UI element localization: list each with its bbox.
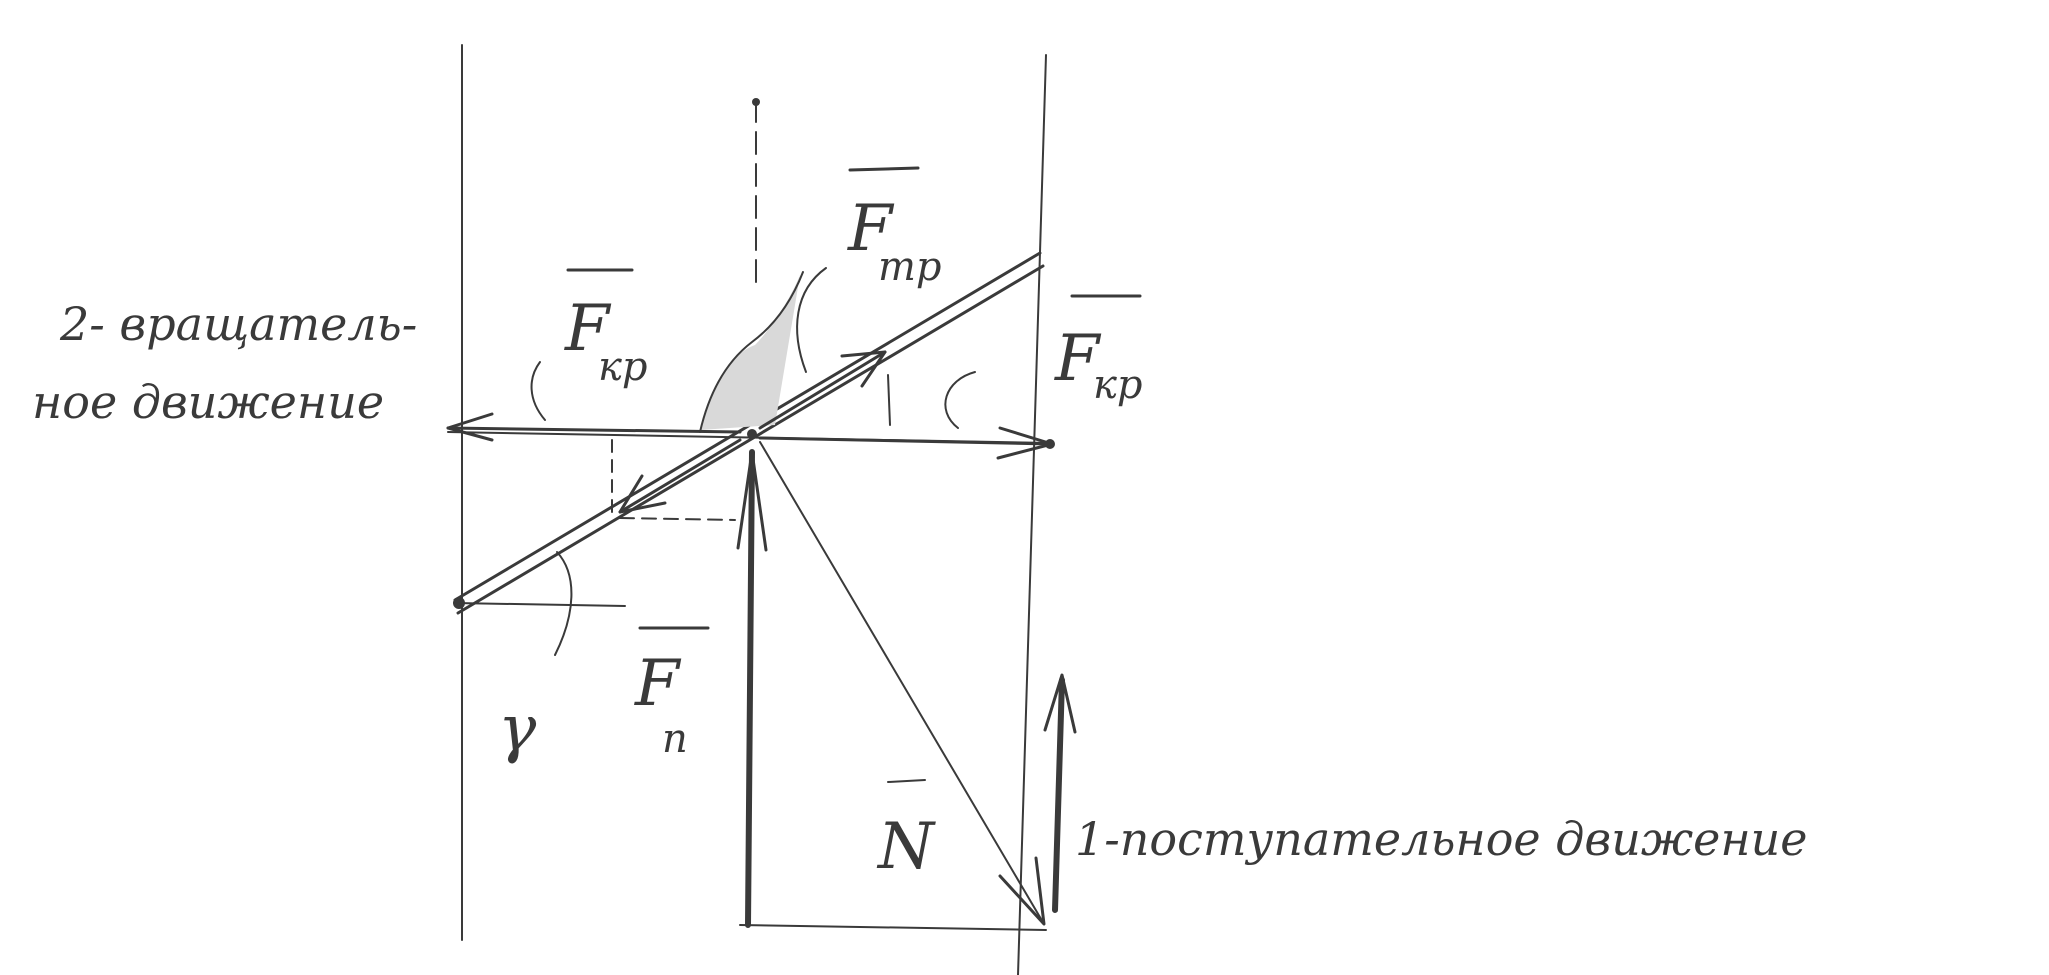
label-f-tr: F тр — [847, 166, 942, 290]
label-f-kr-left: F кр — [564, 268, 648, 390]
label-f-kr-right-main: F — [1054, 322, 1102, 396]
projection-horizontal-dashed — [619, 517, 736, 521]
angle-arc-left — [530, 361, 546, 421]
contact-dot — [747, 429, 757, 439]
f-p-arrow — [736, 449, 768, 928]
right-boundary-line — [1017, 54, 1047, 975]
rotational-caption-line2: ное движение — [32, 375, 384, 429]
normal-force-arrow — [759, 441, 1046, 926]
friction-cone-shading — [700, 275, 800, 430]
angle-arc-friction — [796, 267, 827, 373]
friction-cone-outline — [699, 271, 804, 433]
f-tr-arrow — [758, 350, 887, 430]
label-gamma: γ — [498, 692, 537, 766]
label-f-tr-main: F — [847, 192, 895, 266]
translational-motion-arrow — [1043, 673, 1077, 913]
axis-top-dot — [752, 98, 760, 106]
angle-tick-right — [887, 374, 891, 426]
bottom-base-line — [739, 924, 1047, 931]
label-normal-text: N — [876, 810, 936, 884]
angle-arc-right — [944, 371, 976, 429]
label-f-kr-left-main: F — [564, 292, 612, 366]
gamma-reference-line — [454, 602, 626, 607]
f-kr-right-arrow — [758, 426, 1055, 460]
label-normal: N — [876, 779, 936, 884]
rotational-caption-line1: 2- вращатель- — [59, 297, 417, 351]
label-f-kr-left-sub: кр — [598, 344, 648, 390]
f-kr-left-arrow — [446, 412, 742, 442]
label-f-p-sub: п — [662, 716, 688, 762]
bar-down-arrow — [618, 438, 742, 514]
translational-caption: 1-поступательное движение — [1075, 812, 1807, 866]
label-f-p-main: F — [634, 647, 682, 721]
label-f-tr-sub: тр — [878, 244, 942, 290]
label-f-p: F п — [634, 626, 710, 762]
angle-arc-gamma — [554, 551, 573, 656]
bar-end-dot — [453, 597, 465, 609]
label-f-kr-right-sub: кр — [1093, 362, 1143, 408]
label-f-kr-right: F кр — [1054, 294, 1143, 408]
